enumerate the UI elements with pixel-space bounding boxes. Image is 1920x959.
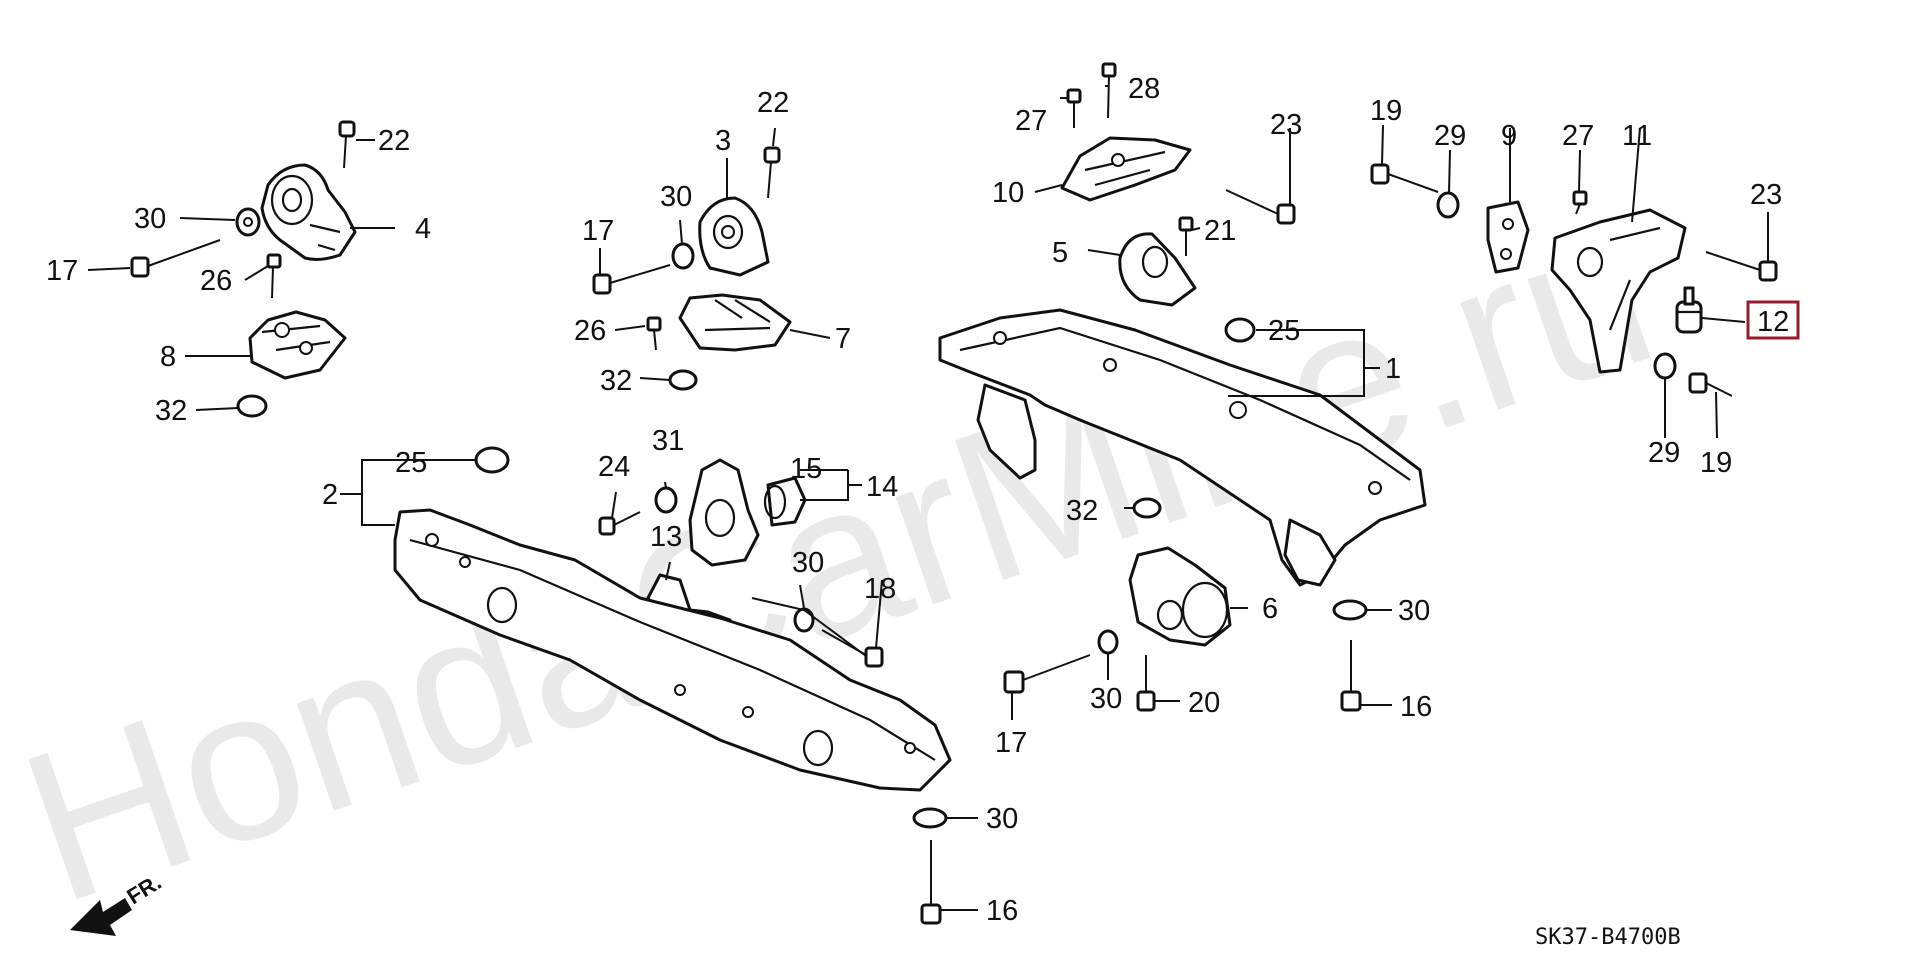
callout-21[interactable]: 21: [1204, 215, 1236, 247]
callout-30[interactable]: 30: [792, 547, 824, 579]
callout-27[interactable]: 27: [1562, 120, 1594, 152]
subframe-1[interactable]: [938, 308, 1427, 587]
bracket-9[interactable]: [1486, 200, 1530, 274]
callout-20[interactable]: 20: [1188, 687, 1220, 719]
callout-16[interactable]: 16: [1400, 691, 1432, 723]
callout-1[interactable]: 1: [1385, 353, 1401, 385]
callout-3[interactable]: 3: [715, 125, 731, 157]
callout-28[interactable]: 28: [1128, 73, 1160, 105]
callout-19[interactable]: 19: [1700, 447, 1732, 479]
callout-30[interactable]: 30: [986, 803, 1018, 835]
callout-25[interactable]: 25: [395, 447, 427, 479]
callout-29[interactable]: 29: [1648, 437, 1680, 469]
callout-23[interactable]: 23: [1750, 179, 1782, 211]
callout-30[interactable]: 30: [660, 181, 692, 213]
fasteners: [130, 62, 1778, 925]
callout-16[interactable]: 16: [986, 895, 1018, 927]
callout-32[interactable]: 32: [1066, 495, 1098, 527]
callout-5[interactable]: 5: [1052, 237, 1068, 269]
leader-lines: [87, 85, 1769, 911]
callout-4[interactable]: 4: [415, 213, 431, 245]
callout-29[interactable]: 29: [1434, 120, 1466, 152]
callout-25[interactable]: 25: [1268, 315, 1300, 347]
callout-2[interactable]: 2: [322, 479, 338, 511]
callout-24[interactable]: 24: [598, 451, 630, 483]
callout-6[interactable]: 6: [1262, 593, 1278, 625]
callout-11[interactable]: 11: [1622, 120, 1652, 152]
crossmember-2[interactable]: [393, 508, 952, 792]
mount-15[interactable]: [688, 458, 760, 567]
callout-32[interactable]: 32: [155, 395, 187, 427]
bracket-10[interactable]: [1060, 136, 1192, 202]
callouts: 4 22 30 17 26 8 32 22 3 30 17 26 7 32 27…: [46, 73, 1800, 927]
arrow-icon: [70, 898, 132, 936]
callout-13[interactable]: 13: [650, 521, 682, 553]
bracket-7[interactable]: [678, 293, 792, 352]
callout-18[interactable]: 18: [864, 573, 896, 605]
callout-32[interactable]: 32: [600, 365, 632, 397]
bushing-14[interactable]: [763, 476, 807, 527]
callout-30[interactable]: 30: [134, 203, 166, 235]
mount-bracket-4[interactable]: [260, 163, 357, 261]
callout-14[interactable]: 14: [866, 471, 898, 503]
mount-6[interactable]: [1128, 546, 1232, 647]
callout-23[interactable]: 23: [1270, 109, 1302, 141]
callout-10[interactable]: 10: [992, 177, 1024, 209]
callout-12[interactable]: 12: [1757, 306, 1789, 338]
diagram-code: SK37-B4700B: [1535, 925, 1681, 950]
callout-22[interactable]: 22: [378, 125, 410, 157]
callout-17[interactable]: 17: [46, 255, 78, 287]
callout-17[interactable]: 17: [995, 727, 1027, 759]
mount-3[interactable]: [698, 196, 770, 277]
watermark: HondaCarMine.ru: [0, 168, 1679, 948]
callout-7[interactable]: 7: [835, 323, 851, 355]
callout-27[interactable]: 27: [1015, 105, 1047, 137]
callout-19[interactable]: 19: [1370, 95, 1402, 127]
callout-26[interactable]: 26: [200, 265, 232, 297]
callout-30[interactable]: 30: [1398, 595, 1430, 627]
mount-base-8[interactable]: [248, 310, 347, 380]
callout-12-highlight[interactable]: 12: [1746, 300, 1800, 340]
mount-5[interactable]: [1118, 232, 1197, 307]
stopper-12[interactable]: [1675, 286, 1703, 334]
callout-17[interactable]: 17: [582, 215, 614, 247]
callout-15[interactable]: 15: [790, 453, 822, 485]
callout-31[interactable]: 31: [652, 425, 684, 457]
callout-30[interactable]: 30: [1090, 683, 1122, 715]
callout-22[interactable]: 22: [757, 87, 789, 119]
callout-8[interactable]: 8: [160, 341, 176, 373]
callout-26[interactable]: 26: [574, 315, 606, 347]
callout-9[interactable]: 9: [1501, 120, 1517, 152]
bracket-11[interactable]: [1550, 208, 1687, 374]
